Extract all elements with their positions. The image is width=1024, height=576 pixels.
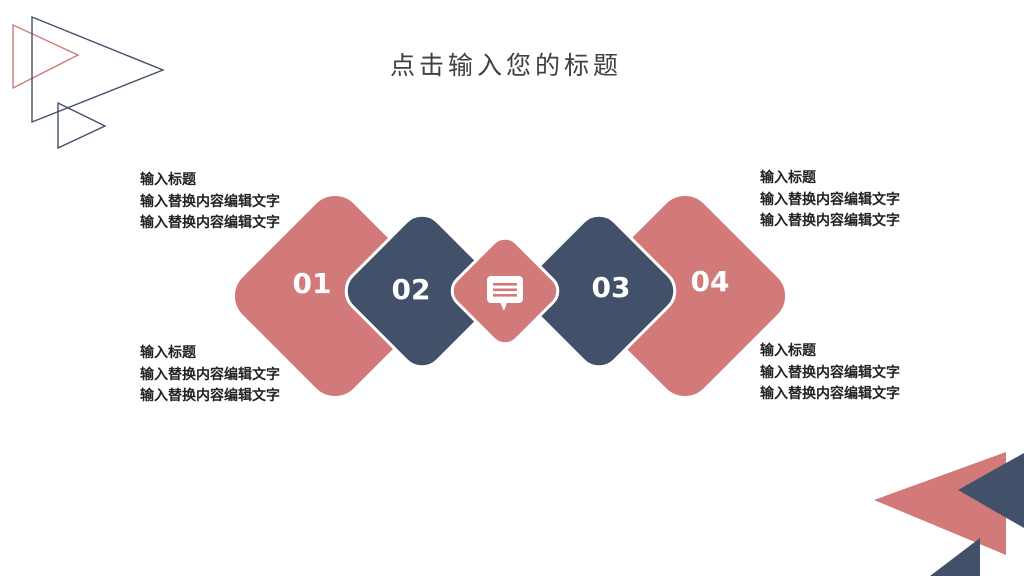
- text-block-bottom-right[interactable]: 输入标题 输入替换内容编辑文字 输入替换内容编辑文字: [760, 341, 960, 406]
- block-heading: 输入标题: [140, 172, 196, 188]
- block-line: 输入替换内容编辑文字: [140, 366, 280, 383]
- chat-bubble-icon: [487, 276, 523, 311]
- block-line: 输入替换内容编辑文字: [760, 191, 900, 208]
- step-04-label: 04: [691, 265, 730, 298]
- text-block-top-right[interactable]: 输入标题 输入替换内容编辑文字 输入替换内容编辑文字: [760, 168, 960, 233]
- block-line: 输入替换内容编辑文字: [140, 193, 280, 210]
- text-block-bottom-left[interactable]: 输入标题 输入替换内容编辑文字 输入替换内容编辑文字: [140, 343, 340, 408]
- step-03-diamond[interactable]: 03: [514, 206, 684, 376]
- step-02-diamond[interactable]: 02: [337, 206, 507, 376]
- step-01-label: 01: [293, 267, 332, 300]
- text-block-top-left[interactable]: 输入标题 输入替换内容编辑文字 输入替换内容编辑文字: [140, 170, 340, 235]
- step-03-label: 03: [592, 271, 631, 304]
- bottom-right-triangles-icon: [874, 452, 1024, 576]
- step-02-label: 02: [392, 273, 431, 306]
- top-left-triangles-icon: [12, 15, 165, 150]
- block-line: 输入替换内容编辑文字: [760, 213, 900, 229]
- block-line: 输入替换内容编辑文字: [760, 386, 900, 402]
- slide-title[interactable]: 点击输入您的标题: [389, 51, 622, 80]
- block-line: 输入替换内容编辑文字: [140, 215, 280, 231]
- center-diamond[interactable]: [446, 232, 565, 351]
- block-heading: 输入标题: [760, 343, 816, 359]
- block-line: 输入替换内容编辑文字: [760, 364, 900, 381]
- block-heading: 输入标题: [140, 345, 196, 361]
- block-line: 输入替换内容编辑文字: [140, 388, 280, 404]
- block-heading: 输入标题: [760, 170, 816, 186]
